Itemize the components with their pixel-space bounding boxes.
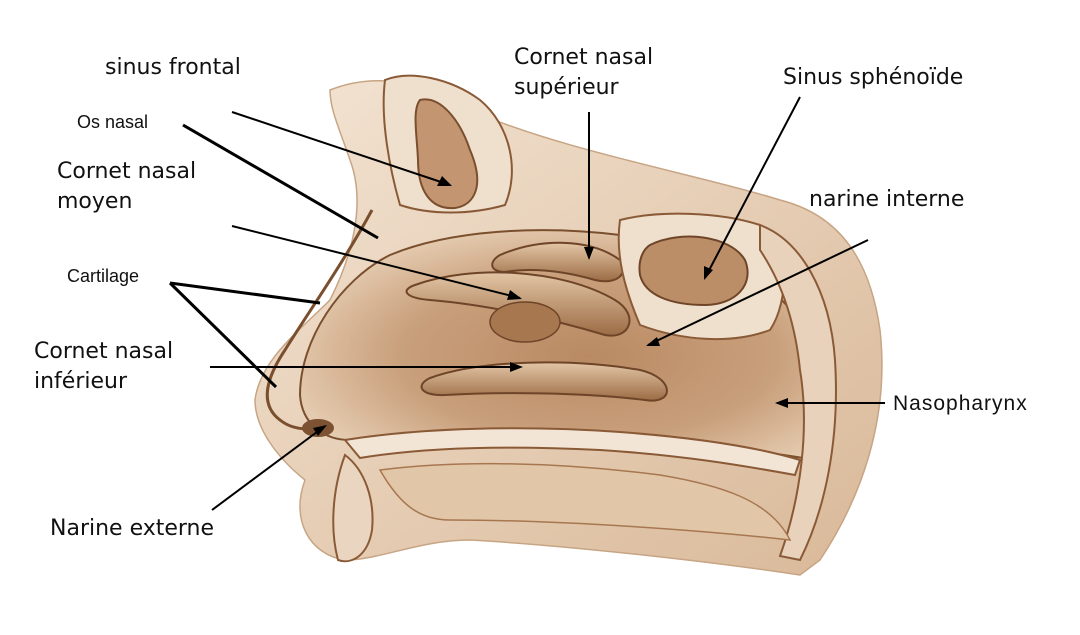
leader-narine-externe <box>211 425 326 511</box>
label-sinus-sphenoide: Sinus sphénoïde <box>783 65 964 90</box>
label-cornet-inferieur-line2: inférieur <box>34 369 128 394</box>
arrowhead-narine-externe <box>313 425 327 436</box>
arrowhead-sinus-sphenoide <box>704 266 713 280</box>
nasal-bridge <box>265 209 374 431</box>
label-cornet-inferieur: Cornet nasal inférieur <box>34 337 173 397</box>
label-os-nasal: Os nasal <box>77 112 149 132</box>
label-narine-interne: narine interne <box>809 187 965 212</box>
leader-lines <box>168 96 885 511</box>
leader-cartilage-1 <box>169 281 321 305</box>
upper-lip-maxilla <box>332 453 374 563</box>
label-cornet-superieur-line1: Cornet nasal <box>514 45 654 70</box>
label-cornet-moyen: Cornet nasal moyen <box>57 157 196 217</box>
arrowhead-cornet-moyen <box>507 290 522 300</box>
leader-cornet-moyen <box>231 225 521 299</box>
label-narine-externe: Narine externe <box>50 516 215 541</box>
hard-palate <box>343 427 802 477</box>
label-cornet-moyen-line2: moyen <box>57 189 133 214</box>
oral-cavity-roof <box>378 462 792 541</box>
label-nasopharynx: Nasopharynx <box>893 392 1028 415</box>
label-cartilage: Cartilage <box>67 266 140 286</box>
arrowhead-sinus-frontal <box>437 176 452 186</box>
label-cornet-moyen-line1: Cornet nasal <box>57 159 197 184</box>
label-sinus-frontal: sinus frontal <box>105 55 241 80</box>
inferior-turbinate <box>420 361 668 402</box>
label-cornet-inferieur-line1: Cornet nasal <box>34 339 174 364</box>
arrowheads <box>313 176 788 436</box>
leader-cartilage-2 <box>168 281 278 389</box>
leader-sinus-sphenoide <box>704 96 801 279</box>
label-cornet-superieur: Cornet nasal supérieur <box>514 43 653 103</box>
leader-narine-interne <box>647 239 869 346</box>
frontal-sinus <box>414 98 479 210</box>
leader-os-nasal <box>182 123 379 240</box>
arrowhead-narine-interne <box>646 337 660 346</box>
middle-meatus-opening <box>489 301 561 343</box>
leader-sinus-frontal <box>231 111 451 186</box>
arrowhead-cornet-superieur <box>584 247 594 260</box>
pharyngeal-wall <box>759 223 837 562</box>
arrowhead-cornet-inferieur <box>510 362 523 372</box>
label-cornet-superieur-line2: supérieur <box>514 75 619 100</box>
arrowhead-nasopharynx <box>775 398 788 408</box>
sphenoid-sinus <box>638 235 749 307</box>
